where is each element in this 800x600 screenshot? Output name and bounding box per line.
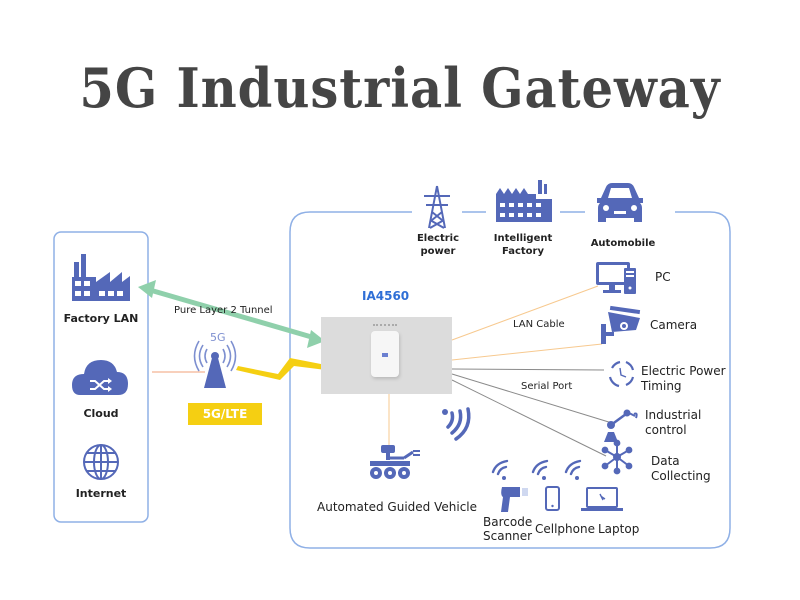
lan-line-camera (451, 343, 603, 361)
wireless-bolt (236, 358, 326, 380)
gateway-logo (382, 353, 388, 357)
barcode-scanner-line1: Barcode (483, 515, 533, 529)
globe-icon (83, 444, 119, 480)
electric-power-label-line2: power (420, 246, 456, 257)
electric-power-label-line1: Electric (416, 233, 460, 244)
gateway-device-body (371, 331, 399, 377)
laptop-label: Laptop (598, 522, 640, 536)
lte-badge: 5G/LTE (188, 403, 262, 425)
internet-label: Internet (75, 487, 127, 500)
barcode-scanner-label: Barcode Scanner (483, 515, 532, 543)
tunnel-label: Pure Layer 2 Tunnel (174, 305, 273, 316)
automobile-label: Automobile (590, 238, 656, 249)
electric-power-label: Electric power (410, 232, 466, 258)
left-panel-frame (53, 231, 149, 523)
industrial-control-line1: Industrial (645, 408, 702, 422)
electric-power-timing-line1: Electric Power (641, 364, 726, 378)
camera-label: Camera (650, 318, 698, 332)
cloud-icon (72, 360, 128, 395)
data-collecting-line1: Data (651, 454, 680, 468)
data-collecting-line2: Collecting (651, 469, 711, 483)
intelligent-factory-label: Intelligent Factory (490, 232, 556, 258)
power-tower-icon (424, 185, 450, 229)
page-title: 5G Industrial Gateway (79, 56, 721, 120)
barcode-scanner-line2: Scanner (483, 529, 533, 543)
gateway-model-label: IA4560 (362, 289, 410, 303)
gateway-device-image (321, 317, 452, 394)
wifi-signal-icon (442, 407, 471, 441)
tower-5g-label: 5G (210, 331, 226, 344)
electric-power-timing-line2: Timing (641, 379, 682, 393)
agv-icon (370, 445, 420, 479)
cloud-label: Cloud (83, 407, 119, 420)
industrial-control-label: Industrial control (645, 408, 701, 438)
cellphone-label: Cellphone (535, 522, 595, 536)
lan-cable-label: LAN Cable (513, 319, 565, 330)
lan-line-pc (451, 285, 599, 341)
cell-tower-icon (193, 340, 237, 388)
data-collecting-label: Data Collecting (651, 454, 711, 484)
barcode-scanner-icon (501, 487, 528, 512)
data-hub-icon (601, 439, 633, 475)
agv-label: Automated Guided Vehicle (317, 500, 478, 514)
intelligent-factory-label-line2: Factory (501, 246, 545, 257)
gateway-antennas (373, 324, 397, 330)
serial-line-industrial (451, 373, 613, 424)
industrial-control-line2: control (645, 423, 687, 437)
pc-label: PC (655, 270, 671, 284)
intelligent-factory-icon (496, 180, 552, 222)
wifi-small-icon-1 (491, 459, 509, 480)
robot-arm-icon (604, 409, 638, 442)
timing-cycle-icon (608, 360, 635, 388)
laptop-icon (581, 487, 623, 511)
wifi-small-icon-2 (531, 459, 549, 480)
factory-lan-icon (72, 254, 130, 301)
intelligent-factory-label-line1: Intelligent (493, 233, 553, 244)
camera-icon (601, 305, 641, 344)
car-icon (597, 183, 643, 222)
serial-line-timing (451, 368, 605, 371)
factory-lan-label: Factory LAN (63, 312, 139, 325)
serial-port-label: Serial Port (521, 381, 573, 392)
main-panel-frame (289, 211, 731, 549)
serial-line-data (451, 379, 607, 457)
electric-power-timing-label: Electric Power Timing (641, 364, 726, 394)
cellphone-icon (545, 486, 560, 511)
pc-icon (596, 262, 636, 294)
tunnel-arrow (138, 280, 325, 348)
wifi-small-icon-3 (564, 459, 582, 480)
